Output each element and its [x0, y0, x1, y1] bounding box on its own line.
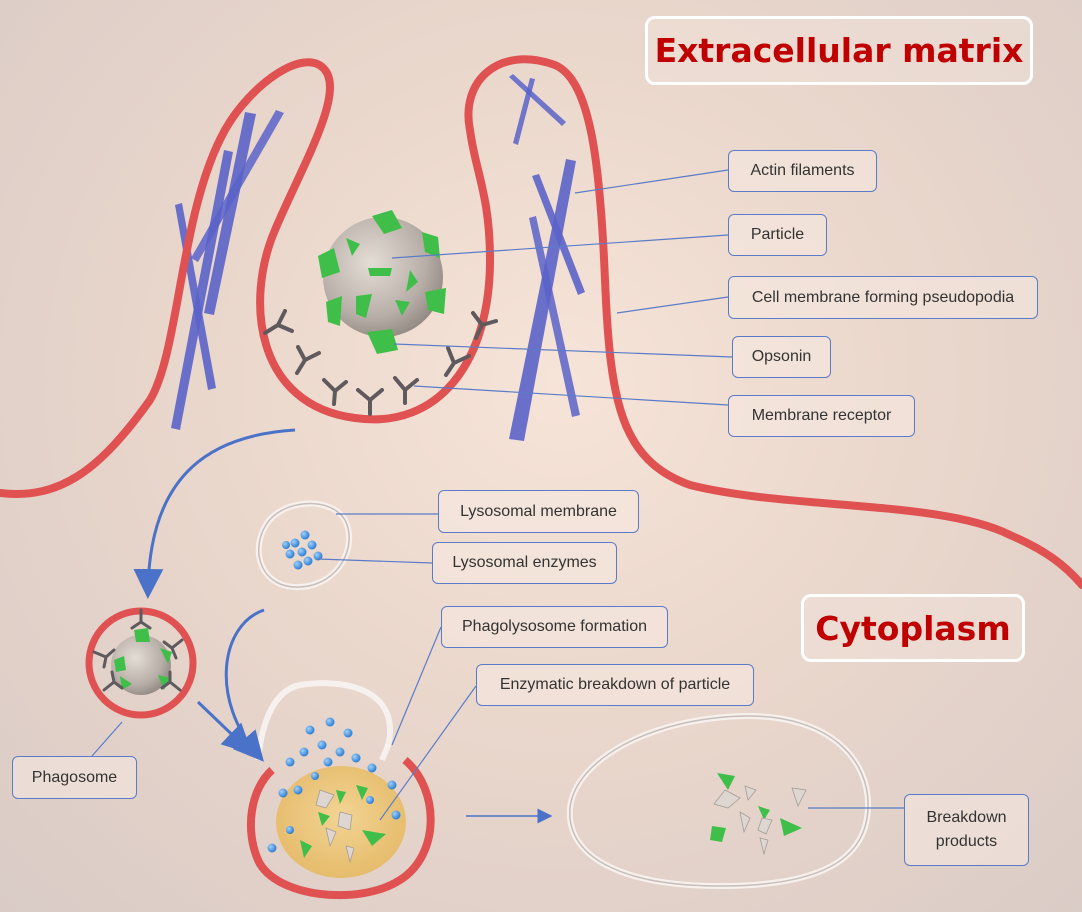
- lysosome: [255, 500, 353, 591]
- label-breakdown-products: Breakdown products: [904, 794, 1029, 866]
- residual-body: [566, 712, 872, 890]
- cytoplasm-title: Cytoplasm: [801, 594, 1025, 662]
- process-arrows: [133, 428, 553, 824]
- lysosomal-enzymes: [282, 530, 323, 570]
- label-cell-membrane-pseudopodia: Cell membrane forming pseudopodia: [728, 276, 1038, 319]
- label-membrane-receptor: Membrane receptor: [728, 395, 915, 437]
- phagolysosome-enzymes: [267, 717, 401, 853]
- leader-lines: [91, 169, 904, 821]
- extracellular-matrix-title: Extracellular matrix: [645, 16, 1033, 85]
- membrane-receptors: [263, 309, 498, 416]
- label-phagolysosome-formation: Phagolysosome formation: [441, 606, 668, 648]
- label-lysosomal-membrane: Lysosomal membrane: [438, 490, 639, 533]
- breakdown-fragments: [710, 773, 802, 842]
- label-opsonin: Opsonin: [732, 336, 831, 378]
- label-actin-filaments: Actin filaments: [728, 150, 877, 192]
- phagolysosome: [246, 680, 435, 900]
- label-lysosomal-enzymes: Lysosomal enzymes: [432, 542, 617, 584]
- actin-filaments-right: [509, 74, 585, 441]
- label-enzymatic-breakdown: Enzymatic breakdown of particle: [476, 664, 754, 706]
- phagosome: [85, 607, 197, 719]
- cell-membrane: [0, 55, 1082, 589]
- label-particle: Particle: [728, 214, 827, 256]
- particle: [318, 210, 446, 354]
- opsonins: [318, 210, 446, 354]
- label-phagosome: Phagosome: [12, 756, 137, 799]
